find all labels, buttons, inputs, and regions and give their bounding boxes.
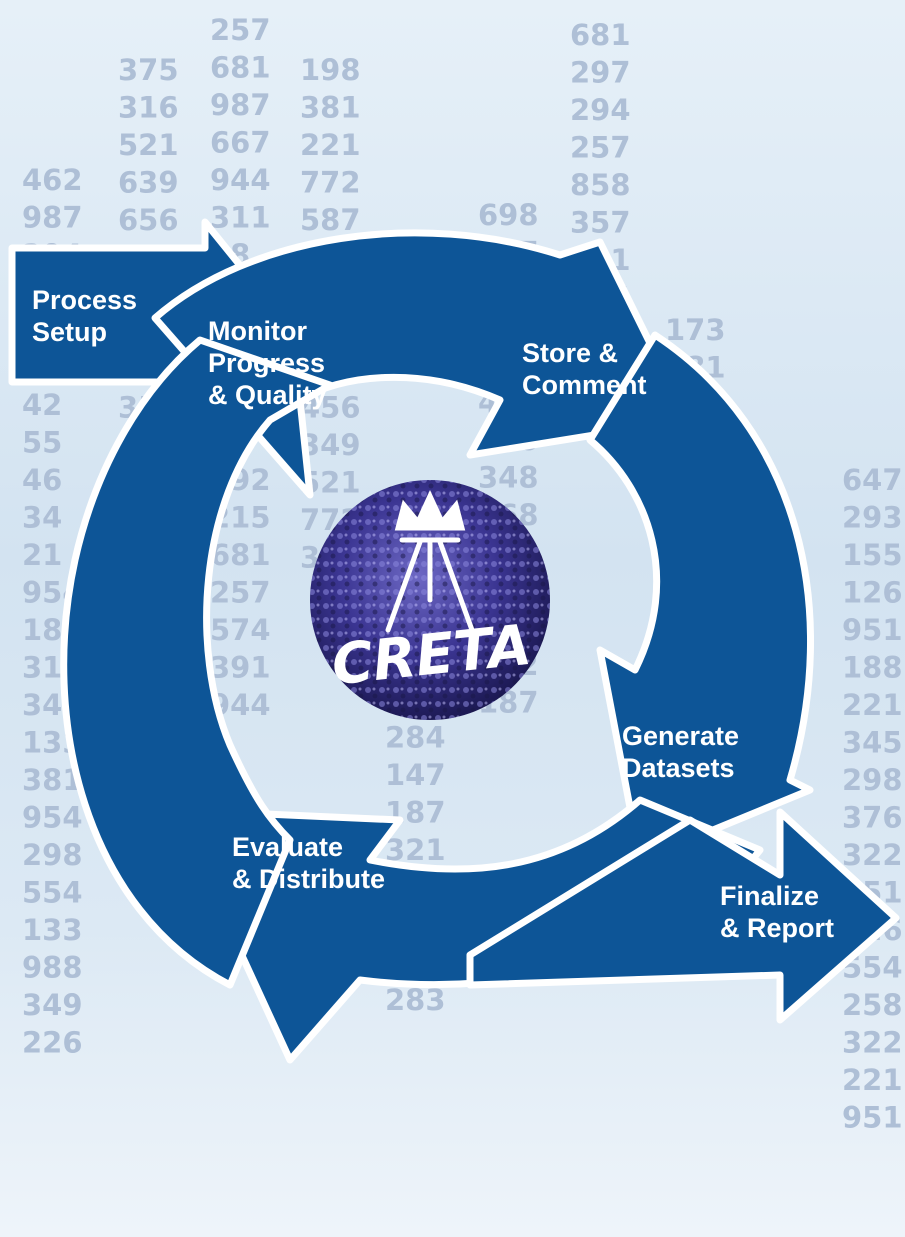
background-number: 587 [300, 203, 361, 237]
background-number: 349 [300, 428, 361, 462]
background-number: 376 [842, 801, 903, 835]
background-number: 858 [570, 168, 631, 202]
background-number: 257 [210, 13, 271, 47]
background-number: 954 [22, 801, 83, 835]
background-number: 357 [570, 206, 631, 240]
background-number: 226 [22, 1026, 83, 1060]
background-number: 322 [842, 1026, 903, 1060]
background-number: 639 [118, 166, 179, 200]
background-number: 681 [210, 51, 271, 85]
background-number: 311 [210, 201, 271, 235]
background-number: 221 [842, 688, 903, 722]
background-number: 987 [210, 88, 271, 122]
background-number: 55 [22, 426, 62, 460]
background-number: 951 [842, 613, 903, 647]
background-number: 155 [842, 538, 903, 572]
label-evaluate-distribute: Evaluate & Distribute [232, 832, 385, 894]
background-number: 221 [842, 1063, 903, 1097]
step-labels: Process Setup Monitor Progress & Quality… [32, 285, 834, 943]
arrow-right-arc [586, 331, 814, 864]
background-number: 987 [22, 201, 83, 235]
background-number: 147 [385, 758, 446, 792]
background-number: 772 [300, 166, 361, 200]
cycle-arrows [8, 218, 900, 1064]
background-number: 133 [22, 913, 83, 947]
creta-logo: CRETA [310, 480, 550, 720]
background-number: 348 [478, 461, 539, 495]
background-number: 34 [22, 501, 62, 535]
background-number: 647 [842, 463, 903, 497]
background-number: 46 [22, 463, 62, 497]
background-number: 21 [22, 538, 62, 572]
background-number: 681 [210, 538, 271, 572]
background-number: 988 [22, 951, 83, 985]
background-number: 667 [210, 126, 271, 160]
background-number: 257 [570, 131, 631, 165]
background-number: 322 [842, 838, 903, 872]
background-number: 349 [22, 988, 83, 1022]
background-number: 462 [22, 163, 83, 197]
background-number: 284 [385, 721, 446, 755]
background-number: 257 [210, 576, 271, 610]
background-number: 298 [842, 763, 903, 797]
label-monitor-progress: Monitor Progress & Quality [208, 316, 333, 410]
background-number: 293 [842, 501, 903, 535]
background-number: 198 [300, 53, 361, 87]
background-number: 173 [665, 313, 726, 347]
background-number: 681 [570, 18, 631, 52]
background-number: 391 [210, 651, 271, 685]
background-number: 188 [842, 651, 903, 685]
label-store-comment: Store & Comment [522, 338, 647, 400]
background-number: 698 [478, 198, 539, 232]
background-number: 944 [210, 163, 271, 197]
background-number: 283 [385, 983, 446, 1017]
background-number: 554 [22, 876, 83, 910]
background-number: 381 [300, 91, 361, 125]
label-generate-datasets: Generate Datasets [622, 721, 747, 783]
background-number: 258 [842, 988, 903, 1022]
background-number: 345 [842, 726, 903, 760]
background-number: 298 [22, 838, 83, 872]
background-number: 574 [210, 613, 271, 647]
background-number: 42 [22, 388, 62, 422]
background-number: 656 [118, 203, 179, 237]
background-number: 375 [118, 53, 179, 87]
label-finalize-report: Finalize & Report [720, 881, 834, 943]
tower-emblem [385, 490, 475, 633]
background-number: 126 [842, 576, 903, 610]
background-number: 221 [300, 128, 361, 162]
label-process-setup: Process Setup [32, 285, 145, 347]
background-number: 951 [842, 1101, 903, 1135]
background-number: 297 [570, 56, 631, 90]
finalize-report-arrow [466, 808, 900, 1024]
background-number: 521 [118, 128, 179, 162]
background-number: 294 [570, 93, 631, 127]
arrow-left-arc [60, 336, 334, 989]
background-number: 316 [118, 91, 179, 125]
arrow-top-arc [151, 229, 692, 499]
